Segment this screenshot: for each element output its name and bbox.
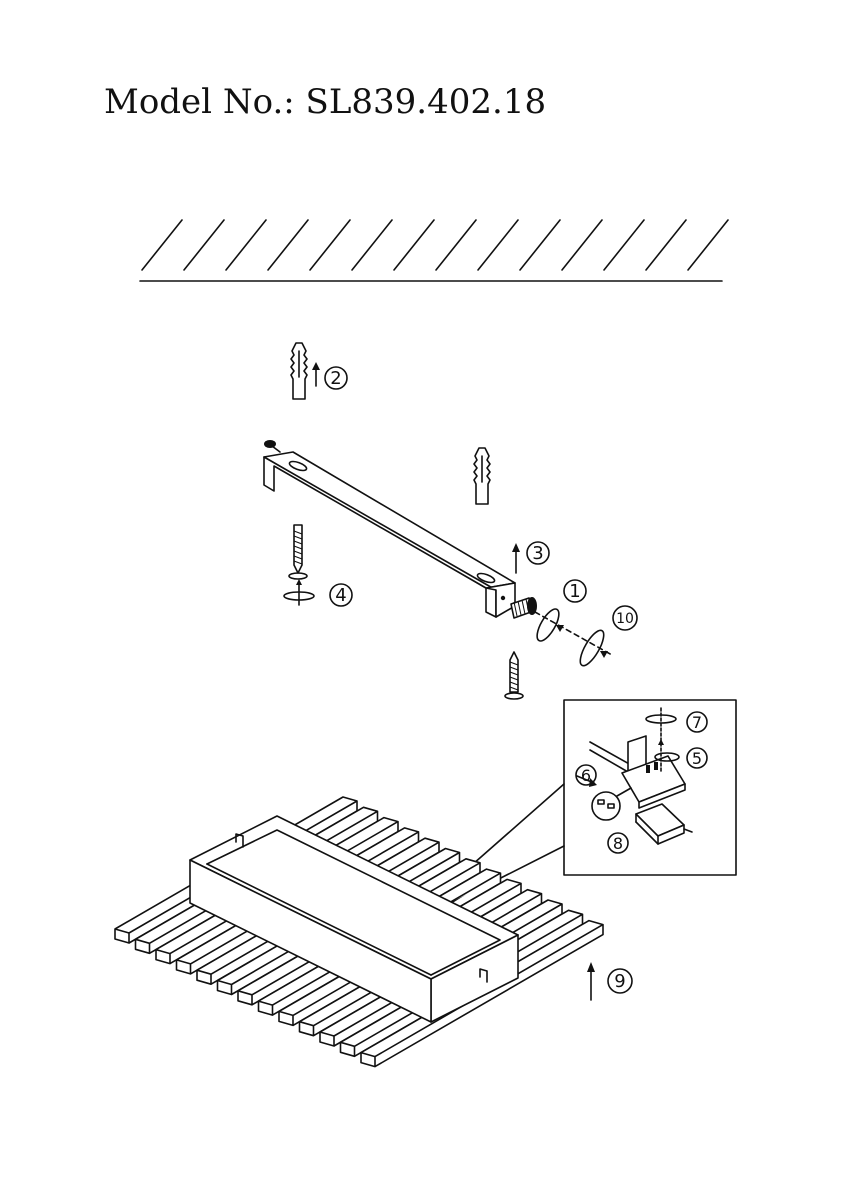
hatch-line — [603, 219, 645, 271]
callout-3-label: 3 — [532, 543, 543, 564]
callout-10-label: 10 — [616, 611, 634, 627]
hatch-line — [183, 219, 225, 271]
hatch-line — [645, 219, 687, 271]
callout-5: 5 — [686, 747, 708, 769]
wall-anchor-icon — [290, 342, 308, 400]
callout-10: 10 — [612, 605, 638, 631]
callout-8-label: 8 — [613, 834, 623, 853]
wall-anchor-icon — [473, 447, 491, 505]
callout-6-label: 6 — [581, 766, 591, 785]
up-arrow-icon — [312, 362, 320, 387]
callout-1: 1 — [563, 579, 587, 603]
callout-9: 9 — [607, 968, 633, 994]
ceiling-lamp-body — [114, 796, 604, 1068]
washer-icon — [283, 579, 315, 606]
hatch-line — [225, 219, 267, 271]
screw-icon — [264, 440, 281, 453]
ceiling-hatch — [139, 219, 729, 282]
callout-1-label: 1 — [569, 581, 580, 602]
wiring-detail-box — [563, 699, 737, 876]
callout-8: 8 — [607, 832, 629, 854]
washer-icon — [536, 608, 560, 642]
hatch-line — [141, 219, 183, 271]
hatch-line — [267, 219, 309, 271]
up-arrow-icon — [512, 543, 520, 574]
callout-4-label: 4 — [335, 585, 346, 606]
callout-3: 3 — [526, 541, 550, 565]
mounting-bracket — [263, 451, 516, 618]
callout-2-label: 2 — [330, 368, 341, 389]
model-number-title: Model No.: SL839.402.18 — [104, 82, 547, 122]
hatch-line — [309, 219, 351, 271]
callout-5-label: 5 — [692, 749, 702, 768]
callout-2: 2 — [324, 366, 348, 390]
callout-6: 6 — [575, 764, 597, 786]
washer-icon — [579, 629, 605, 667]
callout-7: 7 — [686, 711, 708, 733]
hatch-line — [351, 219, 393, 271]
hatch-line — [519, 219, 561, 271]
hatch-line — [435, 219, 477, 271]
axis-line — [534, 611, 613, 658]
hatch-line — [393, 219, 435, 271]
hatch-line — [687, 219, 729, 271]
hatch-line — [561, 219, 603, 271]
callout-9-label: 9 — [614, 971, 625, 992]
up-arrow-icon — [587, 962, 595, 1001]
hatch-line — [477, 219, 519, 271]
wood-screw-icon — [504, 651, 524, 700]
callout-7-label: 7 — [692, 713, 702, 732]
wood-screw-icon — [288, 524, 308, 580]
callout-4: 4 — [329, 583, 353, 607]
side-screw-icon — [510, 597, 537, 619]
